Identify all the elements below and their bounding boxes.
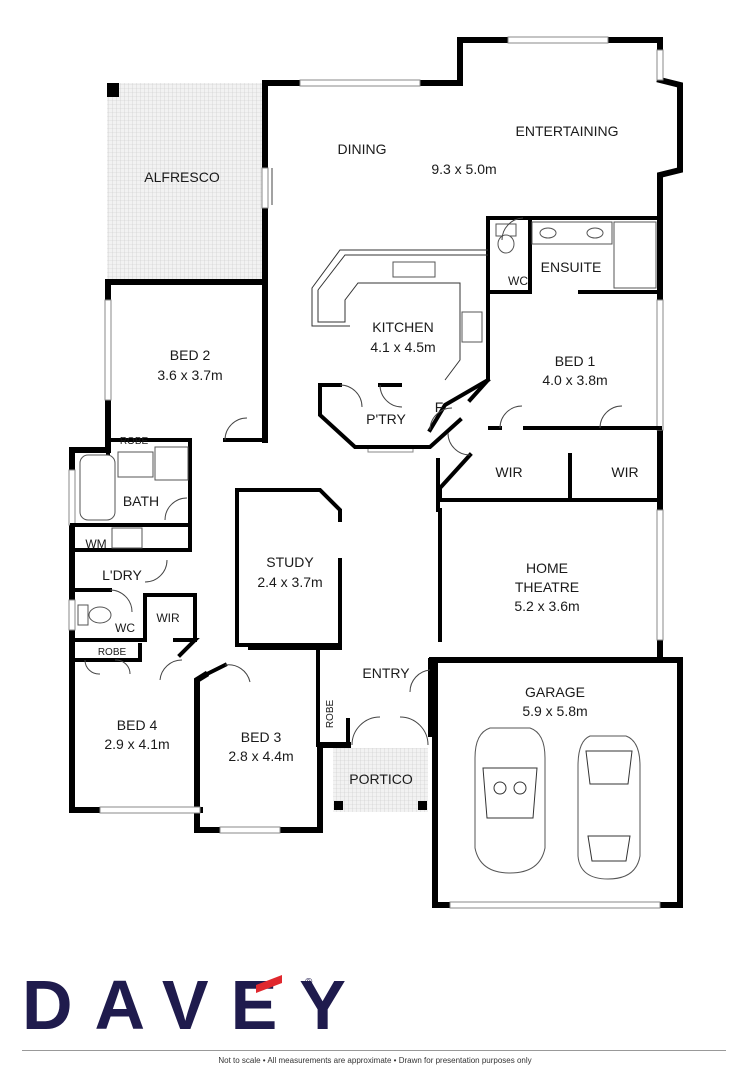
alfresco-post: [107, 83, 119, 97]
room-name-robe-bed4: ROBE: [98, 647, 127, 658]
bath-shower: [154, 446, 189, 481]
cooktop: [461, 311, 483, 343]
room-name-alfresco: ALFRESCO: [144, 169, 220, 185]
room-name-bed3: BED 3: [241, 729, 282, 745]
room-size-study: 2.4 x 3.7m: [257, 574, 322, 590]
registered-mark: ®: [305, 977, 313, 988]
kitchen-bench: [311, 249, 488, 381]
portico-post-left: [334, 801, 343, 810]
room-name-bed2: BED 2: [170, 347, 211, 363]
room-name-bed1: BED 1: [555, 353, 596, 369]
room-name-portico: PORTICO: [349, 771, 413, 787]
room-name-wir-bed1-left: WIR: [495, 464, 522, 480]
room-name-robe-bed3: ROBE: [325, 700, 336, 729]
room-labels: ALFRESCO DINING ENTERTAINING 9.3 x 5.0m …: [85, 123, 638, 787]
room-name-ensuite-wc: WC: [508, 274, 528, 288]
ensuite-toilet: [495, 223, 517, 237]
bath-tub: [79, 454, 116, 521]
room-name-fridge: F: [435, 399, 444, 415]
ensuite-vanity: [531, 221, 613, 245]
exterior-walls: [69, 37, 683, 908]
door-swings: [84, 168, 623, 746]
room-name-dining: DINING: [338, 141, 387, 157]
room-name-bed4: BED 4: [117, 717, 158, 733]
interior-walls: [70, 216, 662, 747]
footer-disclaimer: Not to scale • All measurements are appr…: [218, 1056, 532, 1065]
room-name-laundry: L'DRY: [102, 567, 142, 583]
room-name-wir-bed1-right: WIR: [611, 464, 638, 480]
kitchen-sink: [392, 261, 436, 278]
room-size-bed1: 4.0 x 3.8m: [542, 372, 607, 388]
laundry-tub: [111, 527, 143, 549]
room-size-home-theatre: 5.2 x 3.6m: [514, 598, 579, 614]
alfresco-paving: [107, 83, 265, 279]
footer-divider: [22, 1050, 726, 1051]
room-size-bed3: 2.8 x 4.4m: [228, 748, 293, 764]
portico-paving: [333, 748, 428, 812]
brand-name: DAVEY: [22, 966, 368, 1044]
car-icon: [474, 727, 546, 874]
room-name-home-theatre-1: HOME: [526, 560, 568, 576]
room-size-garage: 5.9 x 5.8m: [522, 703, 587, 719]
room-name-study: STUDY: [266, 554, 314, 570]
davey-logo: DAVEY ®: [22, 966, 368, 1044]
room-name-entry: ENTRY: [362, 665, 410, 681]
room-name-wm: WM: [85, 537, 106, 551]
room-name-garage: GARAGE: [525, 684, 585, 700]
room-name-pantry: P'TRY: [366, 411, 406, 427]
room-size-kitchen: 4.1 x 4.5m: [370, 339, 435, 355]
room-name-kitchen: KITCHEN: [372, 319, 433, 335]
logo-accent-mark: [256, 975, 282, 993]
room-name-ensuite: ENSUITE: [541, 259, 602, 275]
windows: [68, 36, 664, 909]
room-name-wc: WC: [115, 621, 135, 635]
floor-plan: ALFRESCO DINING ENTERTAINING 9.3 x 5.0m …: [68, 36, 683, 909]
room-name-entertaining: ENTERTAINING: [516, 123, 619, 139]
room-size-bed2: 3.6 x 3.7m: [157, 367, 222, 383]
car-icon: [577, 735, 641, 880]
room-name-home-theatre-2: THEATRE: [515, 579, 579, 595]
ensuite-shower: [613, 221, 657, 289]
room-name-bath: BATH: [123, 493, 159, 509]
room-name-robe-bed2: ROBE: [120, 436, 149, 447]
room-size-bed4: 2.9 x 4.1m: [104, 736, 169, 752]
room-name-wir-bed4: WIR: [156, 611, 180, 625]
portico-post-right: [418, 801, 427, 810]
wc-toilet: [77, 604, 89, 626]
bath-vanity: [117, 451, 154, 478]
room-size-entertaining: 9.3 x 5.0m: [431, 161, 496, 177]
